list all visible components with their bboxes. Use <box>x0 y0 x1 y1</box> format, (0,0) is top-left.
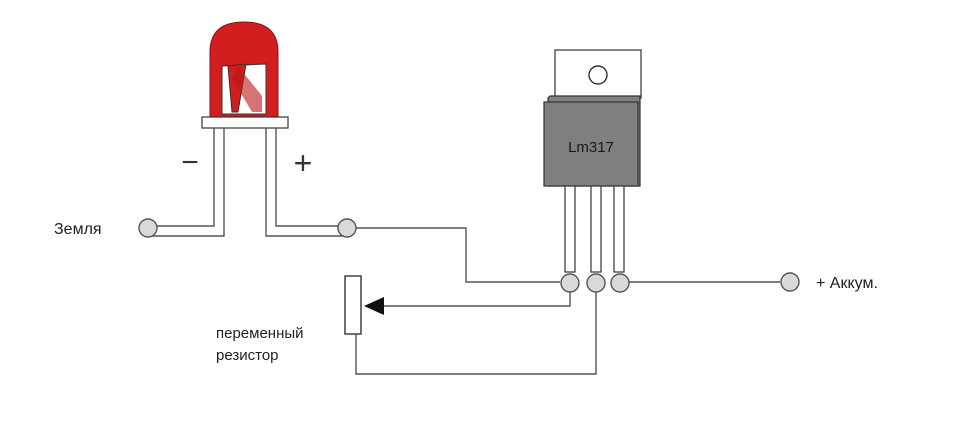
chip-pin-out <box>590 185 602 273</box>
led: − + <box>152 21 344 237</box>
chip-pin-in <box>613 185 625 273</box>
resistor-label-line1: переменный <box>216 325 304 342</box>
wires <box>355 227 780 375</box>
terminal-led-anode <box>337 218 357 238</box>
wire-wiper <box>378 292 571 307</box>
variable-resistor <box>344 275 384 335</box>
terminal-battery <box>780 272 800 292</box>
chip-label: Lm317 <box>568 139 614 156</box>
resistor-wiper-arrow <box>364 297 384 315</box>
terminal-chip-in <box>610 273 630 293</box>
battery-label: + Аккум. <box>816 275 878 292</box>
terminal-ground <box>138 218 158 238</box>
chip-mount-hole <box>588 65 608 85</box>
terminal-chip-out <box>586 273 606 293</box>
terminals <box>138 218 800 293</box>
terminal-chip-adj <box>560 273 580 293</box>
led-base <box>201 116 289 129</box>
wire-led-to-adj <box>356 227 560 283</box>
chip-pin-adj <box>564 185 576 273</box>
led-cathode-lead <box>152 128 225 237</box>
wire-resistor-loop <box>355 292 597 375</box>
led-minus-sign: − <box>181 146 199 179</box>
lm317-regulator: Lm317 <box>543 49 642 273</box>
resistor-body <box>344 275 362 335</box>
resistor-label-line2: резистор <box>216 347 279 364</box>
ground-label: Земля <box>54 221 102 238</box>
chip-pins <box>564 185 625 273</box>
led-anode-lead <box>265 128 344 237</box>
led-plus-sign: + <box>294 145 313 181</box>
